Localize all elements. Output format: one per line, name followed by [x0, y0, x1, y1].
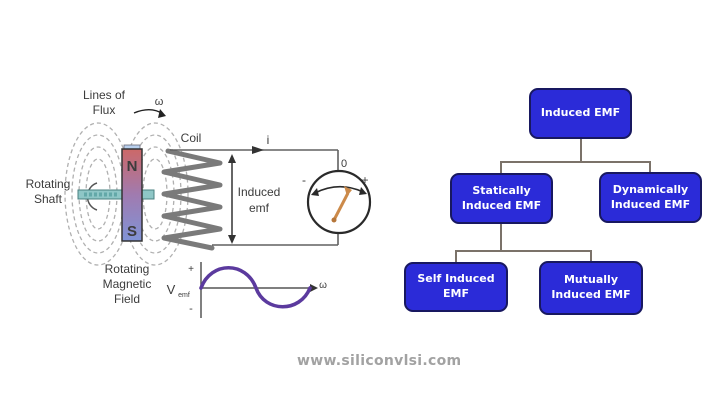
current-arrowhead [252, 146, 264, 154]
flowchart-node-self-induced-emf: Self Induced EMF [404, 262, 508, 312]
site-watermark: www.siliconvlsi.com [297, 353, 462, 369]
connector-drop-dynamically [649, 161, 651, 174]
induced-emf-arrow [228, 154, 236, 244]
bar-magnet: N S [121, 144, 143, 242]
lines-of-flux-label-line1: Lines of [83, 88, 126, 102]
omega-rotation-label: ω [155, 96, 164, 108]
induced-emf-label-line2: emf [249, 201, 270, 215]
connector-level2-horizontal [455, 250, 592, 252]
rotating-shaft-label-line1: Rotating [26, 177, 71, 191]
meter-zero-label: 0 [341, 158, 347, 170]
sine-wave [199, 265, 312, 309]
connector-drop-mutually [590, 250, 592, 262]
connector-root-stub [580, 139, 582, 163]
rotating-field-label-line1: Rotating [105, 262, 150, 276]
coil-label: Coil [181, 131, 202, 145]
emf-waveform [199, 262, 318, 318]
waveform-minus-label: - [189, 303, 193, 315]
connector-drop-self [455, 250, 457, 263]
connector-statically-stub [500, 224, 502, 252]
rotating-field-label-line3: Field [114, 292, 140, 306]
magnet-north-label: N [127, 158, 138, 175]
lines-of-flux-label-line2: Flux [93, 103, 116, 117]
coil-winding [161, 148, 223, 251]
meter-plus-label: + [361, 173, 368, 187]
galvanometer [306, 169, 372, 235]
waveform-plus-label: + [188, 264, 194, 275]
flowchart-node-dynamically-induced-emf: Dynamically Induced EMF [599, 172, 702, 223]
flowchart-node-induced-emf: Induced EMF [529, 88, 632, 139]
omega-rotation-arrow [133, 109, 164, 115]
magnet-south-label: S [127, 223, 137, 240]
meter-needle [332, 192, 350, 221]
waveform-v-subscript: emf [178, 292, 190, 299]
generator-diagram: N S [26, 88, 372, 318]
meter-scale-arc [314, 185, 364, 194]
flowchart-node-statically-induced-emf: Statically Induced EMF [450, 173, 553, 224]
connector-drop-statically [500, 161, 502, 175]
waveform-v-label: V [167, 282, 176, 297]
waveform-omega-label: ω [319, 280, 327, 291]
connector-level1-horizontal [500, 161, 651, 163]
current-label: i [267, 133, 270, 147]
rotating-field-label-line2: Magnetic [103, 277, 152, 291]
meter-minus-label: - [302, 173, 306, 187]
induced-emf-label-line1: Induced [238, 185, 281, 199]
rotating-shaft-label-line2: Shaft [34, 192, 63, 206]
flowchart-node-mutually-induced-emf: Mutually Induced EMF [539, 261, 643, 315]
